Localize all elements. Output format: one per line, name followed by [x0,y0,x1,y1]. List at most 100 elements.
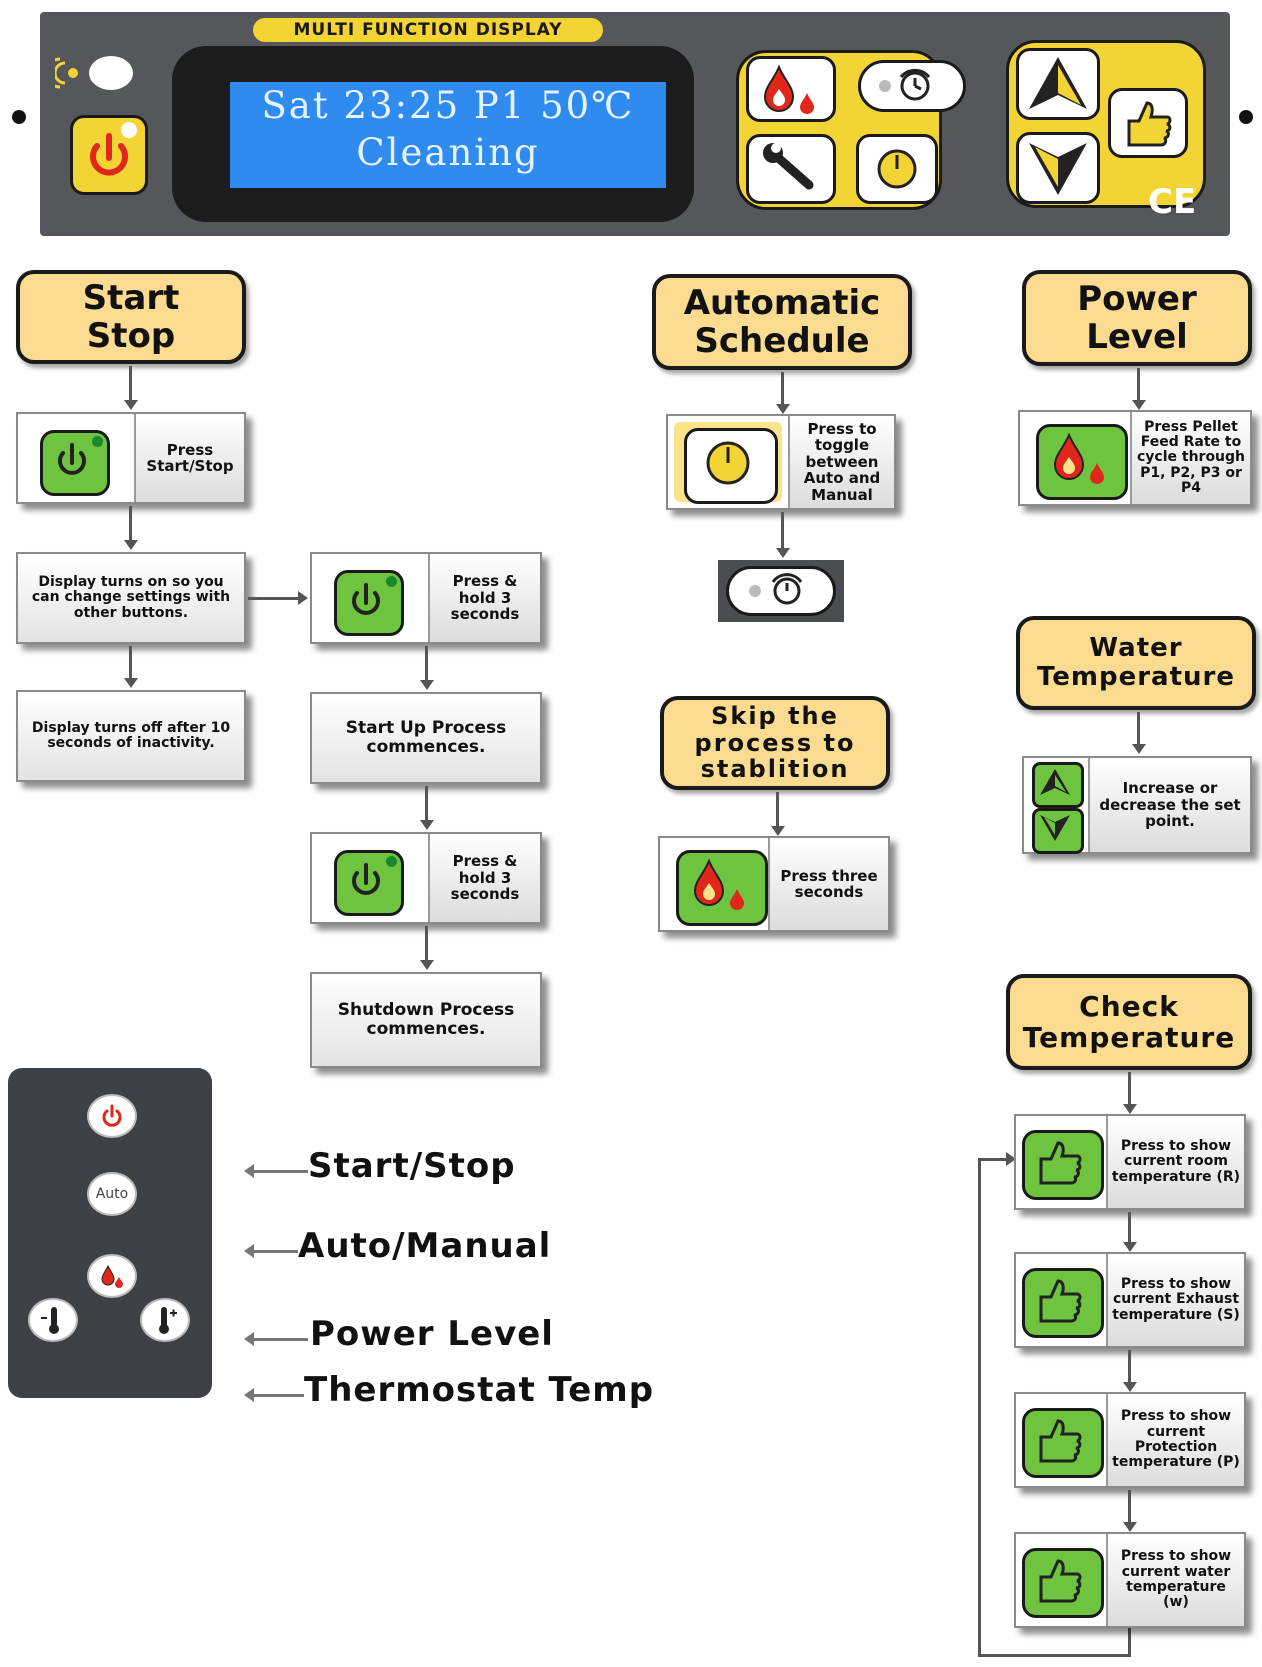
skip-step-press: Press three seconds [658,836,890,932]
auto-schedule-toggle [718,560,844,622]
ok-button[interactable] [1022,1130,1104,1200]
arrow-down [1123,1522,1137,1532]
signal-indicator-icon [44,55,145,91]
pellet-feed-button[interactable] [676,850,768,926]
panel-mount-dot-left [12,110,26,124]
down-button[interactable] [1032,808,1084,854]
down-button[interactable] [1016,132,1100,204]
up-button[interactable] [1016,48,1100,120]
connector [248,597,300,600]
arrow-down [1132,400,1146,410]
auto-schedule-button[interactable] [858,60,966,112]
start-stop-button[interactable] [40,430,110,496]
power-icon [352,863,380,895]
label-arrow [244,1244,298,1258]
lcd-line-2: Cleaning [356,131,540,174]
ok-button[interactable] [1022,1268,1104,1338]
arrow-down [124,678,138,688]
arrow-down [771,826,785,836]
connector [1137,368,1140,402]
power-button[interactable] [70,115,148,195]
remote-thermo-up-button[interactable] [140,1298,190,1342]
remote-label-power-level: Power Level [310,1314,554,1354]
pellet-feed-button[interactable] [1036,424,1128,500]
arrow-right [298,591,308,605]
start-stop-header: Start Stop [16,270,246,364]
check-step-water: Press to show current water temperature … [1014,1532,1246,1628]
connector [1128,1350,1131,1384]
down-arrow-icon [1040,815,1070,841]
check-temperature-header: Check Temperature [1006,974,1252,1070]
loop-connector [978,1160,981,1657]
step-text: Press to show current room temperature (… [1106,1116,1244,1208]
up-arrow-icon [1029,57,1087,109]
clock-cycle-icon [749,573,803,605]
wrench-icon [763,143,814,190]
thermometer-plus-icon [159,1307,177,1334]
connector [1128,1072,1131,1106]
power-icon [90,133,128,176]
start-stop-step-hold-2: Press & hold 3 seconds [310,832,542,924]
connector [425,646,428,682]
power-level-step-press: Press Pellet Feed Rate to cycle through … [1018,410,1252,506]
thumbs-up-icon [1127,101,1172,147]
lcd-line-1: Sat 23:25 P1 50℃ [261,84,635,127]
skip-process-header: Skip the process to stablition [660,696,890,790]
step-text: Increase or decrease the set point. [1088,758,1250,852]
remote-power-level-button[interactable] [87,1254,137,1298]
step-text: Press to show current Protection tempera… [1106,1394,1244,1486]
remote-auto-button[interactable]: Auto [87,1172,137,1216]
up-button[interactable] [1032,762,1084,808]
step-text: Press Pellet Feed Rate to cycle through … [1130,412,1250,504]
ok-button[interactable] [1108,88,1188,158]
step-text: Press & hold 3 seconds [428,834,540,922]
step-text: Press to show current water temperature … [1106,1534,1244,1626]
start-stop-step-shutdown: Shutdown Process commences. [310,972,542,1068]
connector [425,786,428,822]
ok-button[interactable] [1022,1408,1104,1478]
timer-button[interactable] [684,428,778,504]
check-step-room: Press to show current room temperature (… [1014,1114,1246,1210]
remote-label-thermostat: Thermostat Temp [304,1370,655,1410]
ok-button[interactable] [1022,1548,1104,1618]
step-text: Press to show current Exhaust temperatur… [1106,1254,1244,1346]
auto-schedule-button[interactable] [726,566,836,616]
thumbs-up-icon [1039,1279,1082,1323]
thumbs-up-icon [1039,1559,1082,1603]
connector [129,506,132,542]
step-text: Press Start/Stop [134,414,244,502]
up-arrow-icon [1040,769,1070,795]
label-arrow [244,1388,304,1402]
power-icon [102,1104,122,1127]
arrow-down [1123,1382,1137,1392]
remote-control: Auto [8,1068,212,1398]
connector [425,926,428,962]
remote-thermo-down-button[interactable] [28,1298,78,1342]
timer-button[interactable] [856,134,938,204]
panel-mount-dot-right [1239,110,1253,124]
automatic-schedule-header: Automatic Schedule [652,274,912,370]
power-icon [58,443,86,475]
connector [129,646,132,680]
thermometer-minus-icon [41,1307,59,1334]
arrow-down [776,548,790,558]
clock-icon [706,441,750,485]
water-temperature-header: Water Temperature [1016,616,1256,710]
water-step-press: Increase or decrease the set point. [1022,756,1252,854]
label-arrow [244,1164,308,1178]
pellet-feed-button[interactable] [746,56,836,122]
start-stop-step-display-on: Display turns on so you can change setti… [16,552,246,644]
start-stop-button[interactable] [334,570,404,636]
start-stop-button[interactable] [334,850,404,916]
arrow-down [1123,1104,1137,1114]
settings-button[interactable] [746,134,836,204]
check-step-protection: Press to show current Protection tempera… [1014,1392,1246,1488]
connector [781,512,784,550]
down-arrow-icon [1029,143,1087,195]
remote-power-button[interactable] [87,1094,137,1138]
ce-mark: CE [1148,182,1197,222]
lcd-screen: Sat 23:25 P1 50℃ Cleaning [230,82,666,188]
connector [1128,1212,1131,1244]
loop-connector [978,1654,1130,1657]
start-stop-step-display-off: Display turns off after 10 seconds of in… [16,690,246,782]
